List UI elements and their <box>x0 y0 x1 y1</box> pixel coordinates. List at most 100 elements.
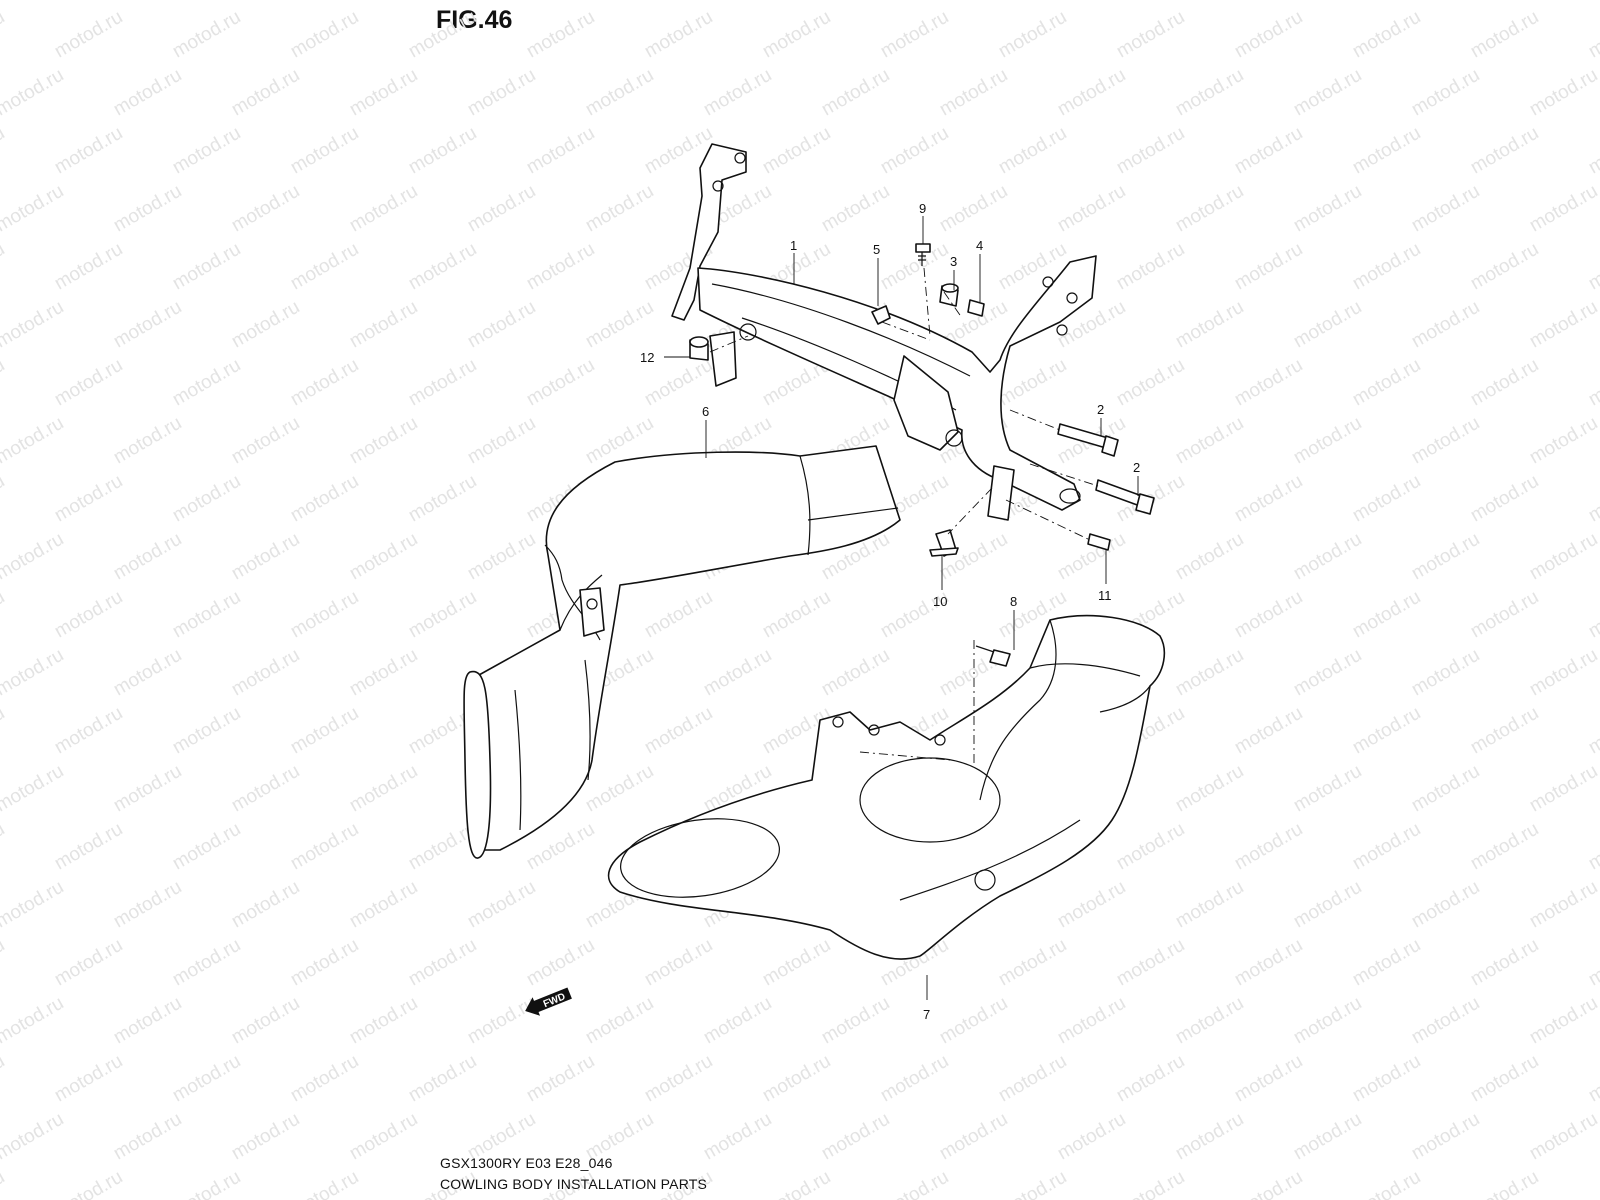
watermark-text: motod.ru <box>1231 1051 1306 1107</box>
watermark-text: motod.ru <box>1113 7 1188 63</box>
watermark-text: motod.ru <box>287 1167 362 1200</box>
watermark-text: motod.ru <box>51 239 126 295</box>
watermark-text: motod.ru <box>0 1109 67 1165</box>
watermark-text: motod.ru <box>0 935 8 991</box>
watermark-text: motod.ru <box>1290 877 1365 933</box>
watermark-text: motod.ru <box>169 1051 244 1107</box>
callout-4: 4 <box>976 238 983 253</box>
part-2-bolt-lower <box>1095 479 1155 515</box>
watermark-text: motod.ru <box>759 7 834 63</box>
watermark-text: motod.ru <box>1172 877 1247 933</box>
watermark-text: motod.ru <box>1467 7 1542 63</box>
watermark-text: motod.ru <box>1054 0 1129 4</box>
watermark-text: motod.ru <box>1349 587 1424 643</box>
watermark-text: motod.ru <box>1172 297 1247 353</box>
watermark-text: motod.ru <box>641 7 716 63</box>
watermark-text: motod.ru <box>818 645 893 701</box>
watermark-text: motod.ru <box>523 355 598 411</box>
watermark-text: motod.ru <box>287 239 362 295</box>
watermark-text: motod.ru <box>700 65 775 121</box>
watermark-text: motod.ru <box>0 645 67 701</box>
watermark-text: motod.ru <box>1172 0 1247 4</box>
watermark-text: motod.ru <box>0 413 67 469</box>
fwd-label: FWD <box>542 991 567 1010</box>
watermark-text: motod.ru <box>51 471 126 527</box>
watermark-text: motod.ru <box>228 65 303 121</box>
watermark-text: motod.ru <box>1231 7 1306 63</box>
watermark-text: motod.ru <box>287 123 362 179</box>
watermark-text: motod.ru <box>287 1051 362 1107</box>
watermark-text: motod.ru <box>1408 65 1483 121</box>
watermark-text: motod.ru <box>1054 1109 1129 1165</box>
watermark-text: motod.ru <box>1231 471 1306 527</box>
watermark-text: motod.ru <box>169 123 244 179</box>
watermark-text: motod.ru <box>464 181 539 237</box>
watermark-text: motod.ru <box>582 993 657 1049</box>
watermark-text: motod.ru <box>169 587 244 643</box>
watermark-text: motod.ru <box>641 935 716 991</box>
watermark-text: motod.ru <box>228 0 303 4</box>
watermark-text: motod.ru <box>759 1167 834 1200</box>
watermark-text: motod.ru <box>287 703 362 759</box>
watermark-text: motod.ru <box>1526 529 1600 585</box>
watermark-text: motod.ru <box>1526 0 1600 4</box>
watermark-text: motod.ru <box>346 181 421 237</box>
watermark-text: motod.ru <box>0 181 67 237</box>
watermark-text: motod.ru <box>1349 471 1424 527</box>
watermark-text: motod.ru <box>582 65 657 121</box>
model-code: GSX1300RY E03 E28_046 <box>440 1155 613 1171</box>
figure-title: FIG.46 <box>436 6 513 34</box>
callout-12: 12 <box>640 350 654 365</box>
watermark-text: motod.ru <box>995 123 1070 179</box>
watermark-text: motod.ru <box>110 877 185 933</box>
watermark-text: motod.ru <box>1349 355 1424 411</box>
watermark-text: motod.ru <box>877 7 952 63</box>
watermark-text: motod.ru <box>346 1109 421 1165</box>
watermark-text: motod.ru <box>51 587 126 643</box>
watermark-text: motod.ru <box>1231 703 1306 759</box>
watermark-text: motod.ru <box>1467 355 1542 411</box>
watermark-text: motod.ru <box>1172 181 1247 237</box>
callout-6: 6 <box>702 404 709 419</box>
watermark-text: motod.ru <box>1172 645 1247 701</box>
watermark-text: motod.ru <box>759 1051 834 1107</box>
watermark-text: motod.ru <box>1408 181 1483 237</box>
watermark-text: motod.ru <box>1408 761 1483 817</box>
watermark-text: motod.ru <box>0 529 67 585</box>
watermark-text: motod.ru <box>1467 587 1542 643</box>
watermark-text: motod.ru <box>51 1051 126 1107</box>
watermark-text: motod.ru <box>582 0 657 4</box>
watermark-text: motod.ru <box>818 181 893 237</box>
watermark-text: motod.ru <box>464 529 539 585</box>
watermark-text: motod.ru <box>1349 703 1424 759</box>
watermark-text: motod.ru <box>877 1051 952 1107</box>
watermark-text: motod.ru <box>1231 819 1306 875</box>
watermark-text: motod.ru <box>346 297 421 353</box>
watermark-text: motod.ru <box>287 587 362 643</box>
watermark-text: motod.ru <box>0 819 8 875</box>
watermark-text: motod.ru <box>700 0 775 4</box>
callout-5: 5 <box>873 242 880 257</box>
callout-8: 8 <box>1010 594 1017 609</box>
watermark-text: motod.ru <box>346 993 421 1049</box>
watermark-text: motod.ru <box>1585 935 1600 991</box>
watermark-text: motod.ru <box>0 7 8 63</box>
watermark-text: motod.ru <box>405 239 480 295</box>
callout-10: 10 <box>933 594 947 609</box>
watermark-text: motod.ru <box>0 587 8 643</box>
part-7-right-air-duct <box>607 614 1166 960</box>
watermark-text: motod.ru <box>464 297 539 353</box>
watermark-text: motod.ru <box>228 297 303 353</box>
watermark-text: motod.ru <box>877 123 952 179</box>
watermark-text: motod.ru <box>110 181 185 237</box>
watermark-text: motod.ru <box>700 1109 775 1165</box>
watermark-text: motod.ru <box>1349 935 1424 991</box>
watermark-text: motod.ru <box>700 645 775 701</box>
watermark-text: motod.ru <box>1467 471 1542 527</box>
watermark-text: motod.ru <box>1585 1051 1600 1107</box>
watermark-text: motod.ru <box>1408 1109 1483 1165</box>
watermark-text: motod.ru <box>1349 1167 1424 1200</box>
watermark-text: motod.ru <box>287 471 362 527</box>
watermark-text: motod.ru <box>1054 877 1129 933</box>
